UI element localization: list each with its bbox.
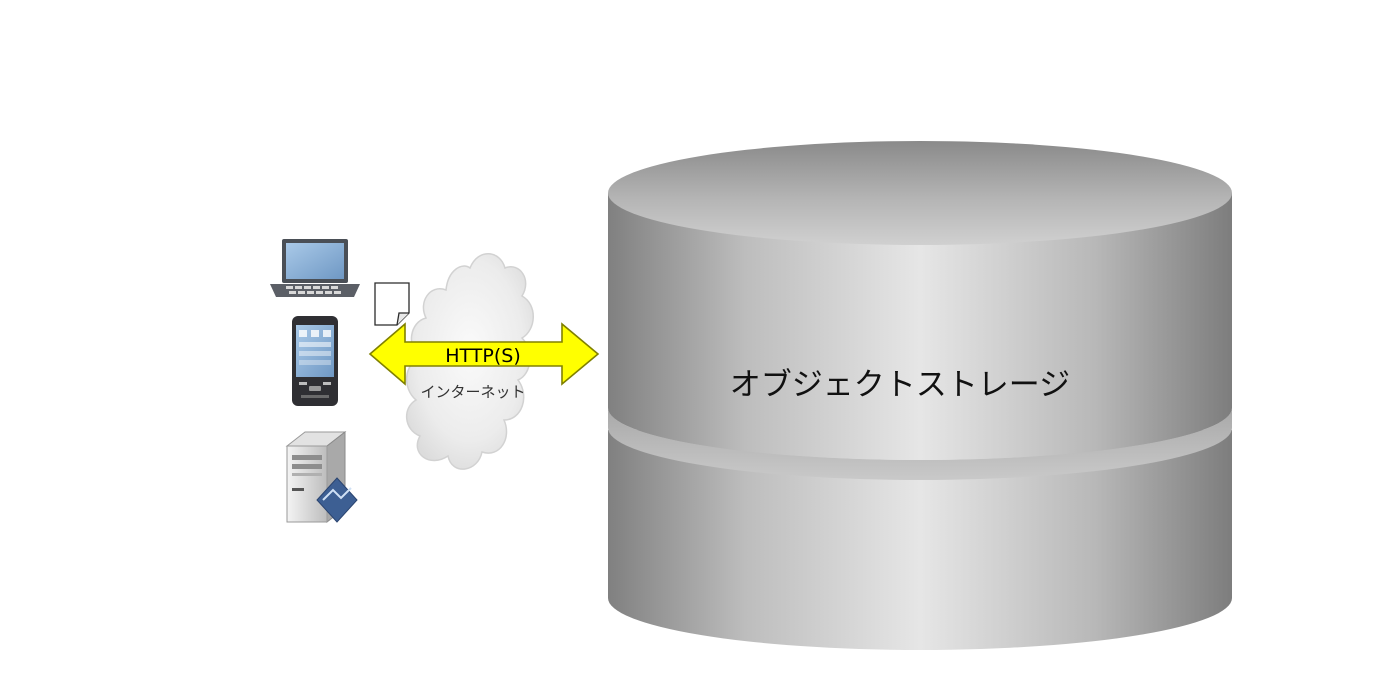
network-label: インターネット [420,383,525,401]
storage-cylinder [608,141,1232,650]
document-icon [374,282,410,326]
smartphone-icon [292,316,338,406]
server-icon [285,430,358,524]
laptop-icon [270,239,360,297]
protocol-label: HTTP(S) [445,345,521,367]
storage-label: オブジェクトストレージ [730,367,1070,403]
http-double-arrow [368,322,600,386]
